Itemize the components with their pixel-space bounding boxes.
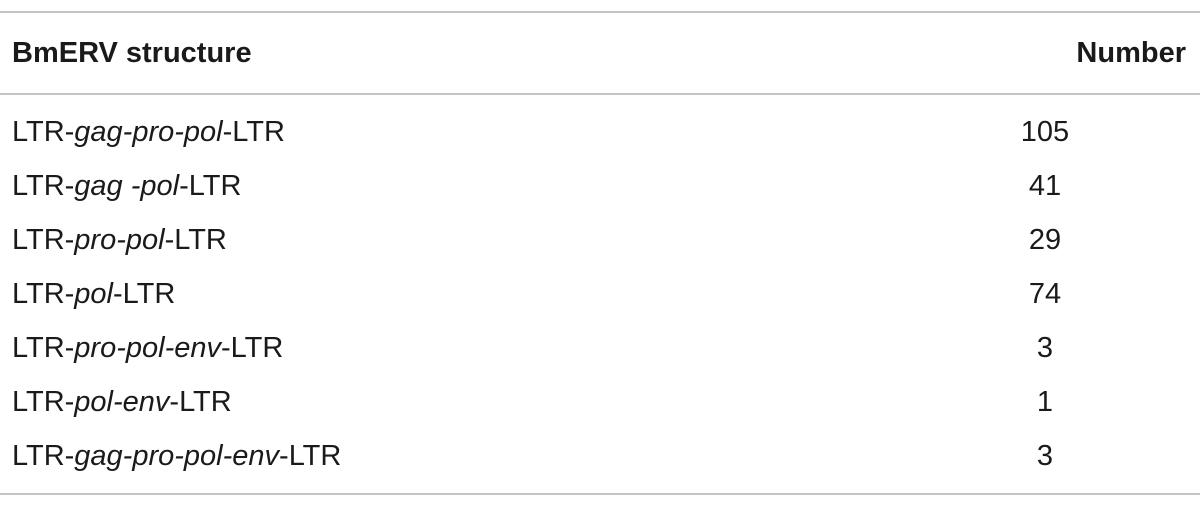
number-cell: 3 [600,321,1200,375]
table-row: LTR-gag-pro-pol-env-LTR 3 [0,429,1200,494]
number-cell: 3 [600,429,1200,494]
structure-text: LTR-gag-pro-pol-env-LTR [12,439,342,472]
header-number: Number [1076,36,1186,69]
table-row: LTR-gag -pol-LTR 41 [0,159,1200,213]
structure-cell: LTR-pro-pol-LTR [0,213,600,267]
structure-text: LTR-pol-LTR [12,277,176,310]
table-body: LTR-gag-pro-pol-LTR 105 LTR-gag -pol-LTR… [0,94,1200,494]
number-value: 105 [1020,115,1070,148]
number-cell: 74 [600,267,1200,321]
structure-text: LTR-pro-pol-env-LTR [12,331,284,364]
number-value: 74 [1028,277,1062,310]
structure-text: LTR-gag-pro-pol-LTR [12,115,285,148]
bmerv-structure-table: BmERV structure Number LTR-gag-pro-pol-L… [0,11,1200,495]
structure-cell: LTR-pro-pol-env-LTR [0,321,600,375]
structure-text: LTR-pro-pol-LTR [12,223,227,256]
table-row: LTR-gag-pro-pol-LTR 105 [0,94,1200,159]
number-cell: 29 [600,213,1200,267]
number-cell: 41 [600,159,1200,213]
number-cell: 1 [600,375,1200,429]
structure-text: LTR-pol-env-LTR [12,385,232,418]
table-row: LTR-pol-LTR 74 [0,267,1200,321]
number-value: 1 [1036,385,1054,418]
number-value: 41 [1028,169,1062,202]
header-structure: BmERV structure [12,36,252,69]
table-header: BmERV structure Number [0,12,1200,94]
structure-cell: LTR-pol-LTR [0,267,600,321]
structure-cell: LTR-gag-pro-pol-LTR [0,94,600,159]
table-row: LTR-pro-pol-env-LTR 3 [0,321,1200,375]
number-value: 3 [1036,331,1054,364]
number-value: 29 [1028,223,1062,256]
structure-cell: LTR-gag -pol-LTR [0,159,600,213]
structure-cell: LTR-pol-env-LTR [0,375,600,429]
structure-cell: LTR-gag-pro-pol-env-LTR [0,429,600,494]
number-value: 3 [1036,439,1054,472]
table-row: LTR-pol-env-LTR 1 [0,375,1200,429]
structure-text: LTR-gag -pol-LTR [12,169,242,202]
table-row: LTR-pro-pol-LTR 29 [0,213,1200,267]
header-row: BmERV structure Number [0,12,1200,94]
number-cell: 105 [600,94,1200,159]
